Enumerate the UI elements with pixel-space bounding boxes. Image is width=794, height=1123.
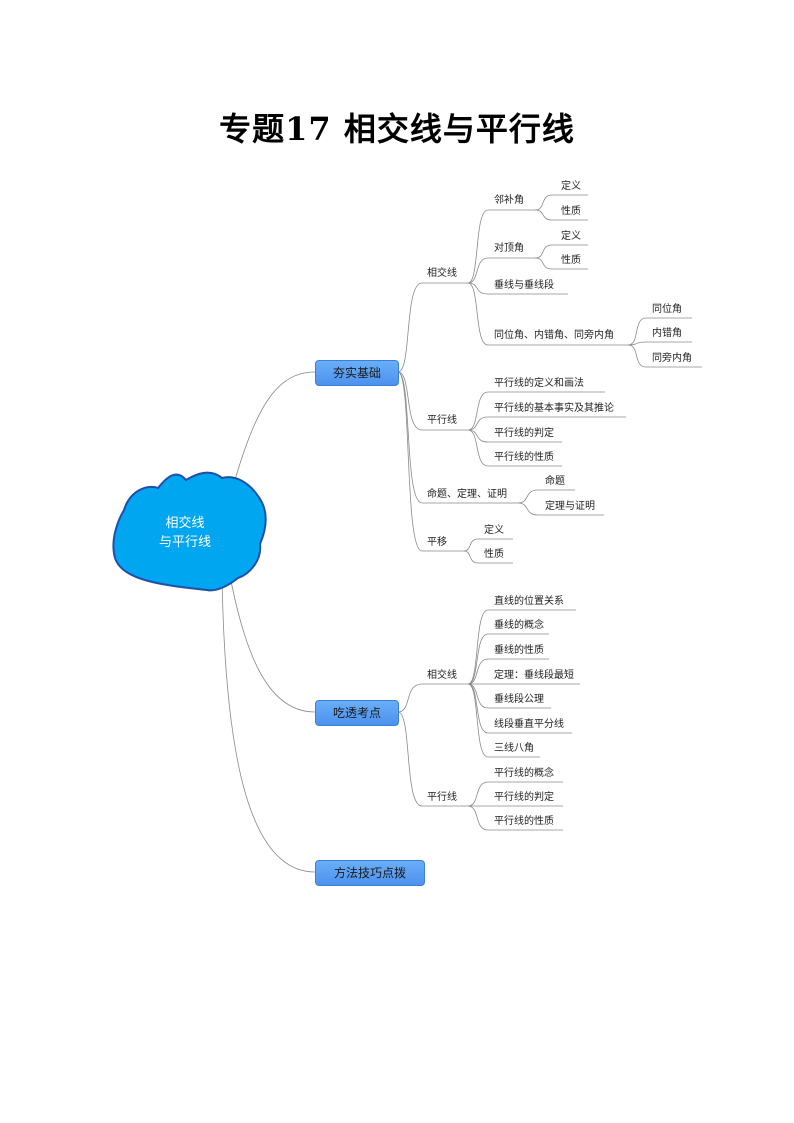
node-dd-prop[interactable]: 性质: [561, 255, 581, 266]
edge-b1-px: [397, 371, 423, 431]
node-b1-xj[interactable]: 相交线: [427, 268, 457, 279]
edge-root-b1: [231, 371, 316, 491]
branch-foundation[interactable]: 夯实基础: [315, 360, 399, 386]
node-dd[interactable]: 对顶角: [494, 243, 524, 254]
edge-b1-xj: [397, 282, 423, 373]
node-b2-xj-7[interactable]: 三线八角: [494, 743, 534, 754]
root-line-1: 相交线: [165, 516, 205, 531]
node-lb-prop[interactable]: 性质: [561, 206, 581, 217]
node-tw-2[interactable]: 内错角: [652, 328, 682, 339]
node-py-2[interactable]: 性质: [484, 549, 504, 560]
node-b1-px[interactable]: 平行线: [427, 415, 457, 426]
root-line-2: 与平行线: [158, 535, 211, 550]
node-b1-px-3[interactable]: 平行线的判定: [494, 428, 554, 439]
node-b2-px-1[interactable]: 平行线的概念: [494, 768, 554, 779]
node-b2-px[interactable]: 平行线: [427, 792, 457, 803]
node-tw-3[interactable]: 同旁内角: [652, 353, 692, 364]
node-mt-1[interactable]: 命题: [545, 476, 565, 487]
node-b2-xj-1[interactable]: 直线的位置关系: [494, 596, 564, 607]
node-b1-px-2[interactable]: 平行线的基本事实及其推论: [494, 403, 614, 414]
node-b2-xj-6[interactable]: 线段垂直平分线: [494, 719, 564, 730]
node-b2-xj-4[interactable]: 定理：垂线段最短: [494, 670, 574, 681]
page-title: 专题17 相交线与平行线: [219, 110, 575, 148]
node-b2-xj-3[interactable]: 垂线的性质: [494, 645, 544, 656]
node-b2-xj-5[interactable]: 垂线段公理: [494, 694, 544, 705]
node-b2-px-2[interactable]: 平行线的判定: [494, 792, 554, 803]
node-b1-px-1[interactable]: 平行线的定义和画法: [494, 378, 584, 389]
branch-methods[interactable]: 方法技巧点拨: [315, 860, 425, 886]
root-node[interactable]: 相交线 与平行线: [140, 514, 230, 552]
edge-b2-xj: [397, 683, 423, 713]
node-lb-def[interactable]: 定义: [561, 181, 581, 192]
node-cx[interactable]: 垂线与垂线段: [494, 280, 554, 291]
node-mt[interactable]: 命题、定理、证明: [427, 489, 507, 500]
node-py[interactable]: 平移: [427, 537, 447, 548]
root-node-shape: [112, 471, 267, 592]
node-tw[interactable]: 同位角、内错角、同旁内角: [494, 330, 614, 341]
node-dd-def[interactable]: 定义: [561, 231, 581, 242]
node-b1-px-4[interactable]: 平行线的性质: [494, 452, 554, 463]
node-lb[interactable]: 邻补角: [494, 195, 524, 206]
edge-b1-py: [397, 371, 423, 552]
node-b2-xj[interactable]: 相交线: [427, 670, 457, 681]
edge-root-b3: [221, 574, 316, 873]
edge-root-b2: [227, 564, 316, 713]
node-tw-1[interactable]: 同位角: [652, 304, 682, 315]
edge-b2-px: [397, 711, 423, 807]
node-py-1[interactable]: 定义: [484, 525, 504, 536]
branch-key-points[interactable]: 吃透考点: [315, 700, 399, 726]
node-b2-px-3[interactable]: 平行线的性质: [494, 816, 554, 827]
node-mt-2[interactable]: 定理与证明: [545, 501, 595, 512]
node-b2-xj-2[interactable]: 垂线的概念: [494, 620, 544, 631]
